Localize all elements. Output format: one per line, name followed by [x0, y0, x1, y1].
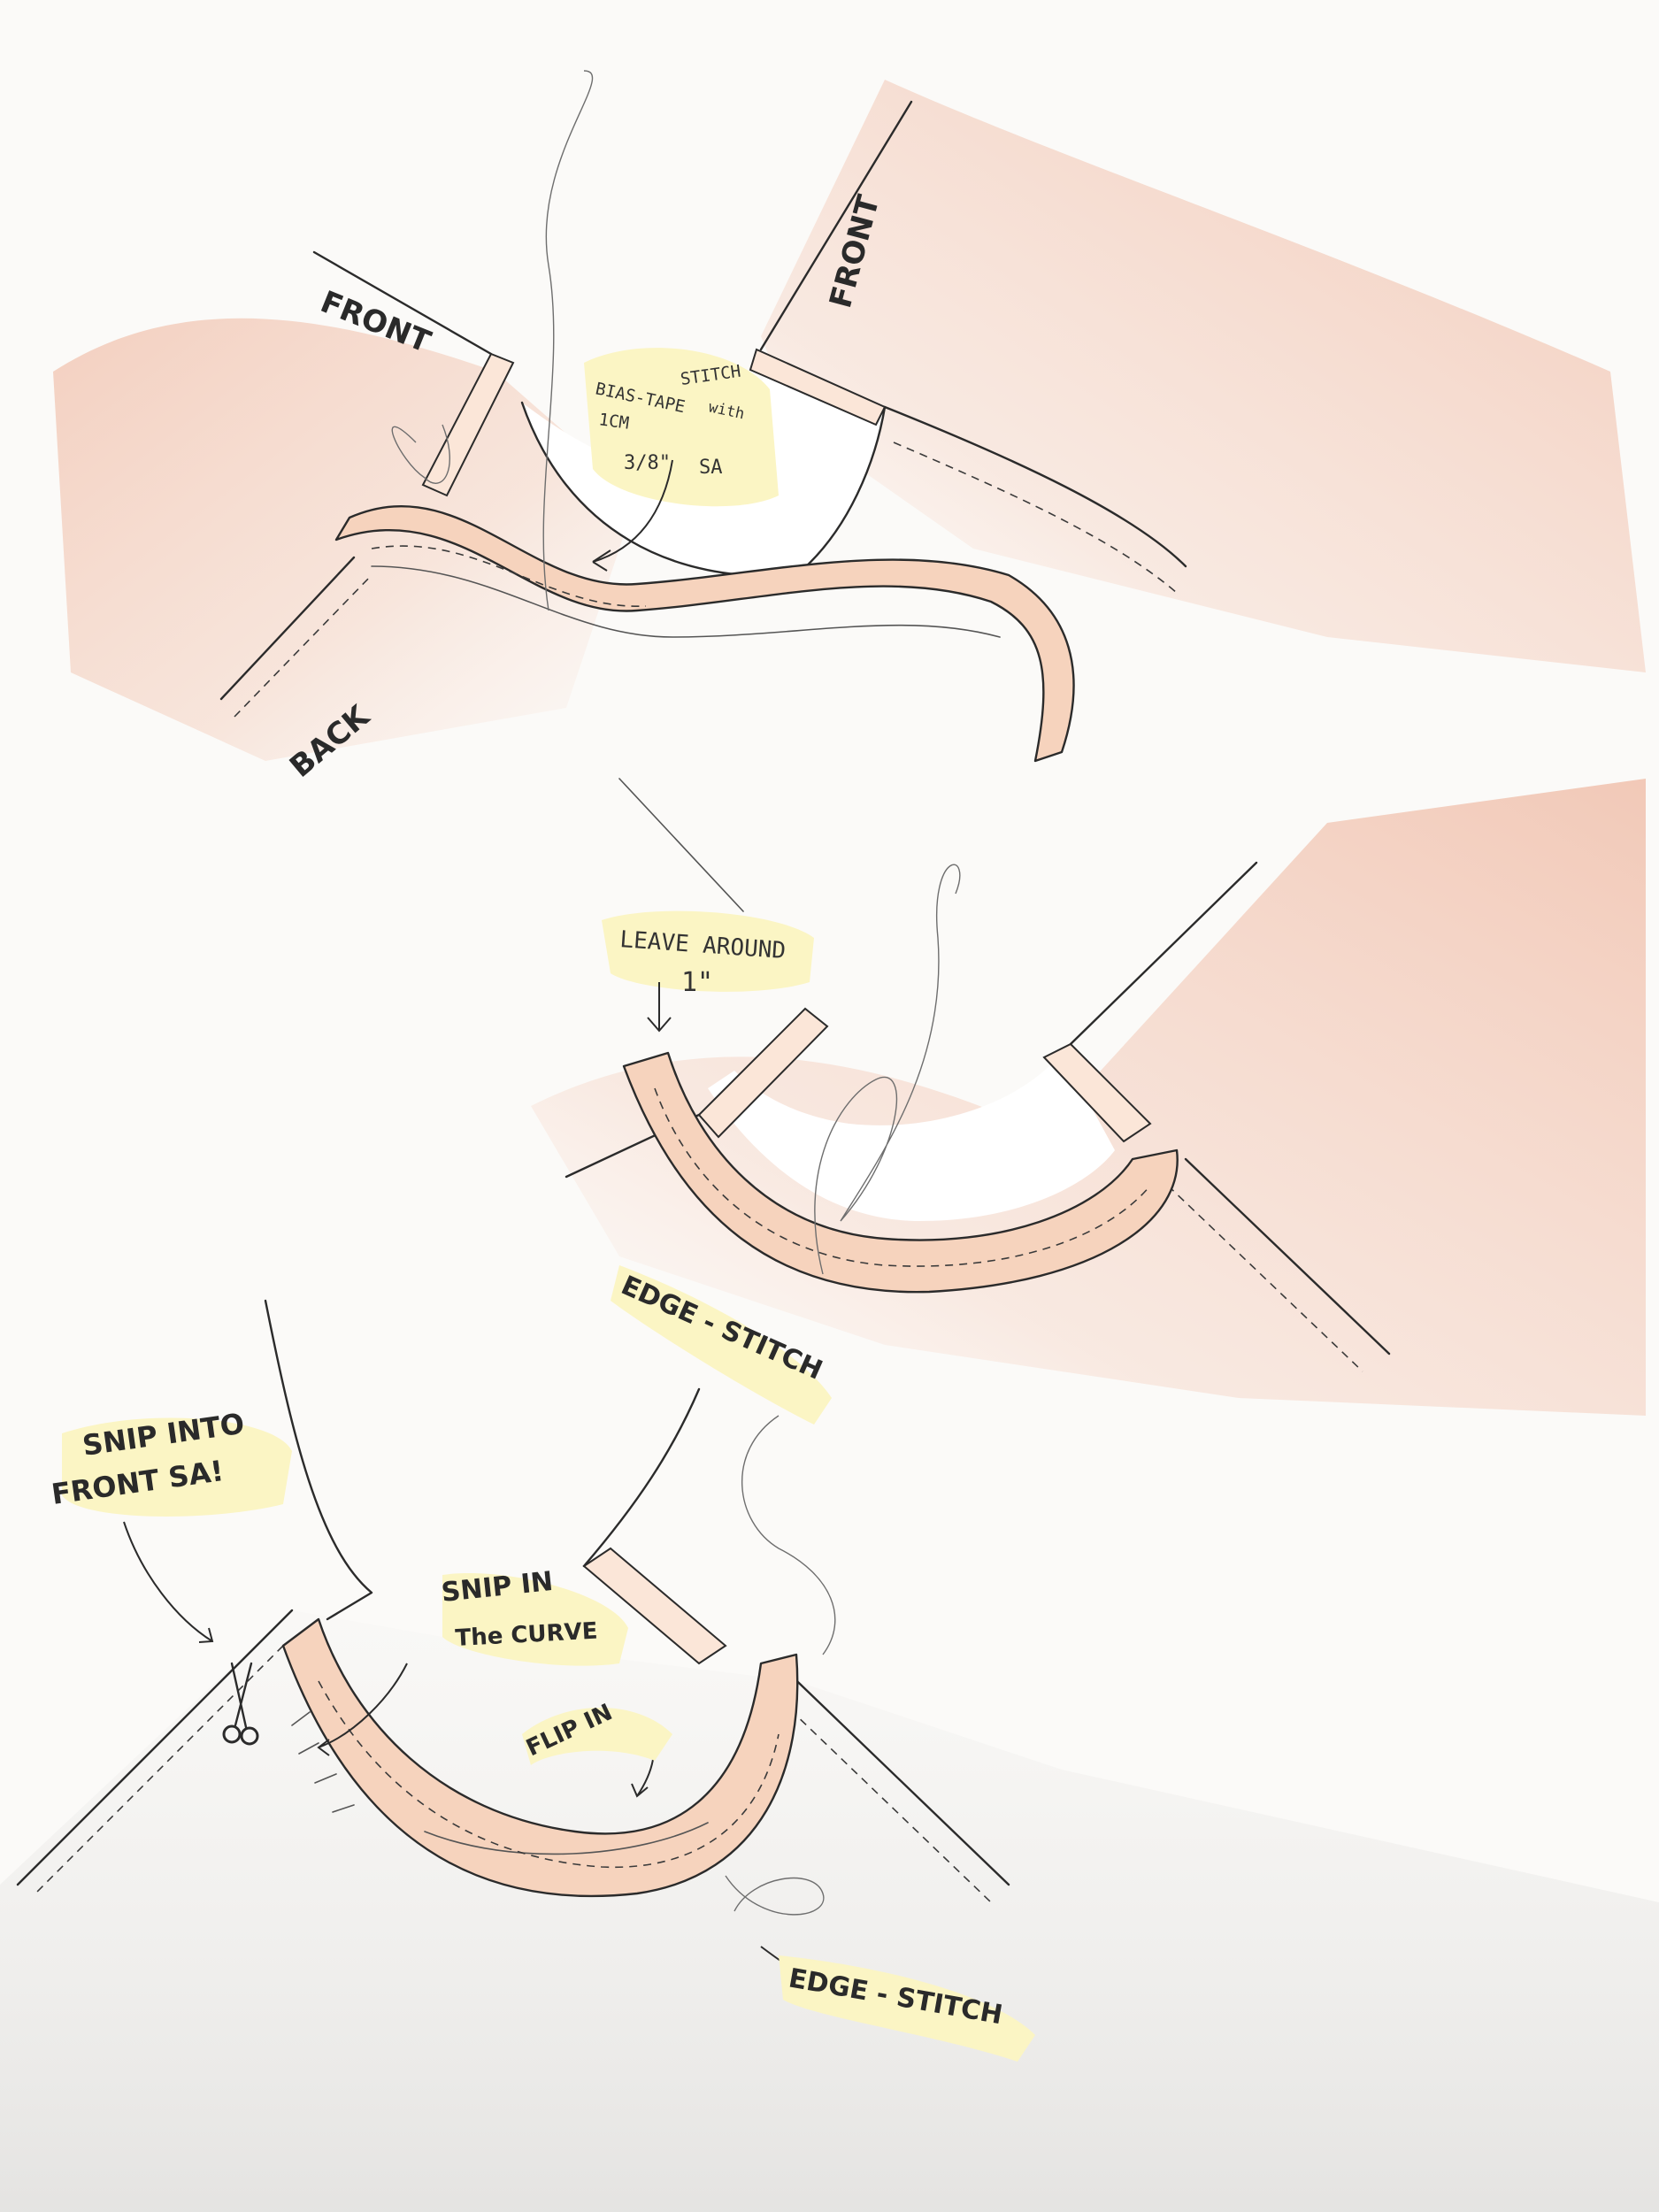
step2-thread — [814, 864, 961, 1275]
step2-leave-line2: 1" — [681, 967, 713, 998]
step1-fabric-wash-right — [761, 80, 1646, 672]
step3-illustration: SNIP INTO FRONT SA! SNIP IN The CURVE FL… — [0, 1299, 1659, 2212]
step1-note-line5: 3/8" — [624, 452, 671, 474]
step3-thread-end — [725, 1875, 825, 1916]
step2-left-diagonal — [618, 778, 744, 912]
step1-back-edge — [219, 556, 356, 701]
step1-thread-loop — [391, 424, 450, 484]
step2-right-edge — [1069, 861, 1258, 1046]
step3-snip-curve-highlight — [442, 1573, 628, 1666]
step1-right-bottom-edge — [883, 405, 1187, 568]
step2-tab-right — [1042, 1042, 1152, 1143]
step1-front-left-edge — [312, 250, 493, 356]
step1-note-arrowhead — [592, 549, 611, 572]
step3-snip-front-arrow — [123, 1521, 214, 1643]
scissors-icon — [222, 1662, 259, 1746]
step3-left-seam-dash — [35, 1645, 284, 1894]
step2-leave-arrow — [647, 982, 672, 1033]
step2-bias-tape — [622, 1051, 1179, 1294]
step2-leave-highlight — [602, 910, 814, 992]
step3-arm-outline-right — [582, 1387, 701, 1568]
step1-note-highlight — [584, 348, 779, 507]
step2-edge-highlight — [611, 1265, 832, 1425]
step2-illustration: LEAVE AROUND 1" EDGE - STITCH — [531, 778, 1646, 1425]
step1-illustration: FRONT FRONT BACK BIAS-TAPE STITCH with 1… — [53, 70, 1646, 785]
step3-snip-front-highlight — [62, 1417, 292, 1517]
step3-left-edge — [16, 1609, 294, 1886]
step2-right-bottom-edge — [1184, 1157, 1391, 1356]
step3-bias-tape-fold — [424, 1822, 709, 1855]
step1-note-line4: 1CM — [597, 410, 630, 434]
step1-bias-tape — [334, 505, 1075, 763]
step1-shoulder-tab-right — [749, 348, 887, 426]
step3-shoulder-tab — [582, 1547, 727, 1665]
step1-front-right-edge — [759, 100, 913, 351]
step3-edge-highlight — [779, 1955, 1035, 2062]
step1-shoulder-tab-left — [421, 352, 515, 497]
step1-thread — [542, 70, 594, 611]
step1-note-arrow — [592, 459, 673, 563]
step1-right-seam-dash — [893, 442, 1178, 594]
step1-bias-tape-inner — [371, 565, 1001, 638]
step3-right-seam-dash — [769, 1689, 992, 1903]
step1-note-line6: SA — [699, 457, 723, 479]
step3-bias-tape — [281, 1617, 799, 1898]
step1-back-seam-dash — [234, 574, 373, 718]
step1-fabric-wash-left — [53, 318, 637, 761]
step3-snip-marks — [291, 1711, 355, 1813]
step3-arm-outline-left — [264, 1299, 373, 1621]
step3-thread — [741, 1415, 836, 1655]
step1-bias-tape-stitch — [371, 545, 647, 607]
step3-right-edge — [777, 1662, 1010, 1886]
step2-armhole-opening — [708, 1053, 1115, 1221]
step2-tab-left — [697, 1007, 829, 1139]
step2-right-seam-dash — [1167, 1185, 1363, 1372]
step3-snip-curve-arrow — [317, 1663, 408, 1756]
step3-flip-highlight — [522, 1708, 672, 1765]
step3-bias-tape-stitch — [318, 1680, 780, 1869]
step3-fabric-wash — [0, 1610, 1659, 2212]
